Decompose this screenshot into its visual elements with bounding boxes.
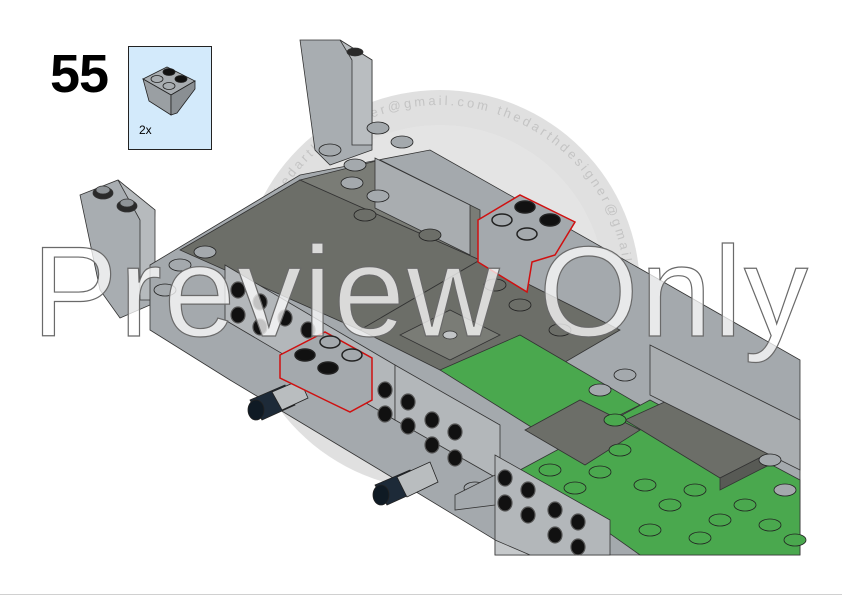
highlighted-new-part-2 [279,331,373,413]
step-number: 55 [50,44,109,104]
green-studs [538,413,807,547]
page-footer-divider [0,594,842,595]
part-quantity: 2x [139,123,152,137]
inverted-slope-brick-2x2-icon [142,66,196,116]
undercarriage [454,474,531,556]
model-body [149,149,801,556]
parts-callout: 2x [128,46,212,150]
left-tall-slope [79,179,156,319]
highlighted-new-part-1 [477,194,577,294]
technic-holes [230,281,586,556]
studs [153,121,797,497]
top-tall-slope [299,39,373,166]
